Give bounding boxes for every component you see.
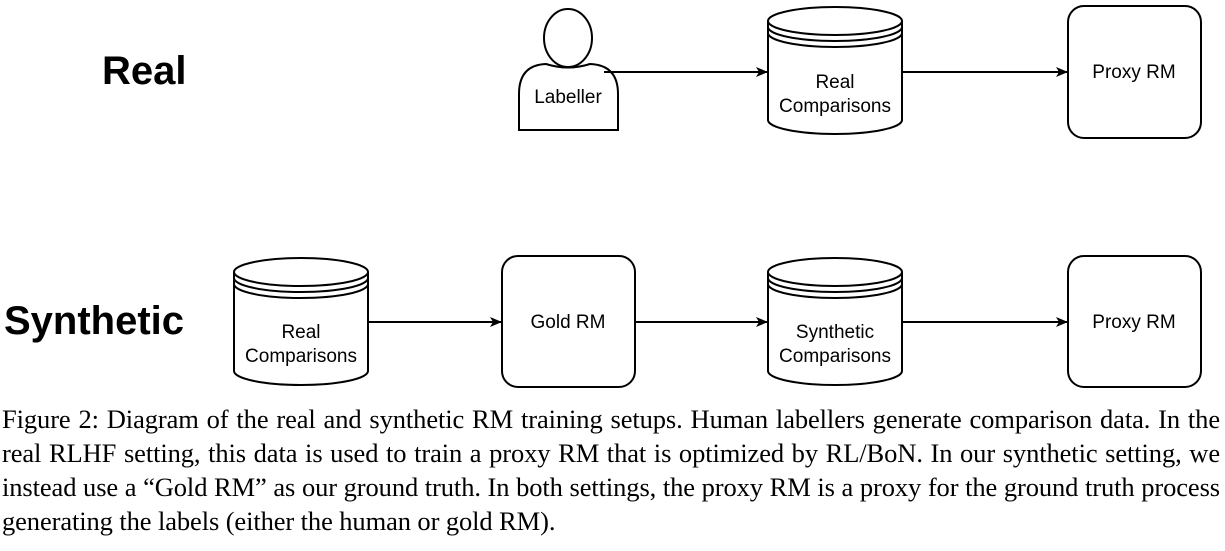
synthetic-comparisons-label-line1: Synthetic bbox=[796, 322, 874, 343]
database-icon bbox=[767, 257, 903, 386]
proxy-rm-label-bottom: Proxy RM bbox=[1092, 312, 1175, 333]
labeller-label: Labeller bbox=[534, 87, 602, 108]
real-comparisons-bottom-label-line2: Comparisons bbox=[245, 346, 357, 367]
synthetic-row-label: Synthetic bbox=[4, 299, 184, 343]
real-comparisons-node-top: Real Comparisons bbox=[767, 6, 903, 135]
database-icon bbox=[767, 6, 903, 135]
labeller-node: Labeller bbox=[518, 8, 619, 131]
figure-caption: Figure 2: Diagram of the real and synthe… bbox=[2, 404, 1220, 536]
proxy-rm-node-bottom: Proxy RM bbox=[1067, 255, 1202, 388]
person-icon bbox=[518, 8, 619, 131]
real-comparisons-node-bottom: Real Comparisons bbox=[233, 257, 369, 386]
real-comparisons-label-line2: Comparisons bbox=[779, 96, 891, 117]
synthetic-comparisons-node: Synthetic Comparisons bbox=[767, 257, 903, 386]
proxy-rm-node-top: Proxy RM bbox=[1067, 5, 1202, 139]
real-row-label: Real bbox=[102, 49, 187, 93]
real-comparisons-bottom-label-line1: Real bbox=[281, 322, 320, 343]
gold-rm-node: Gold RM bbox=[501, 255, 636, 388]
synthetic-comparisons-label-line2: Comparisons bbox=[779, 346, 891, 367]
gold-rm-label: Gold RM bbox=[531, 312, 606, 333]
real-comparisons-label-line1: Real bbox=[815, 72, 854, 93]
proxy-rm-label-top: Proxy RM bbox=[1092, 62, 1175, 83]
rm-training-diagram: Real Synthetic Labeller Real Comparisons… bbox=[4, 5, 1202, 388]
database-icon bbox=[233, 257, 369, 386]
